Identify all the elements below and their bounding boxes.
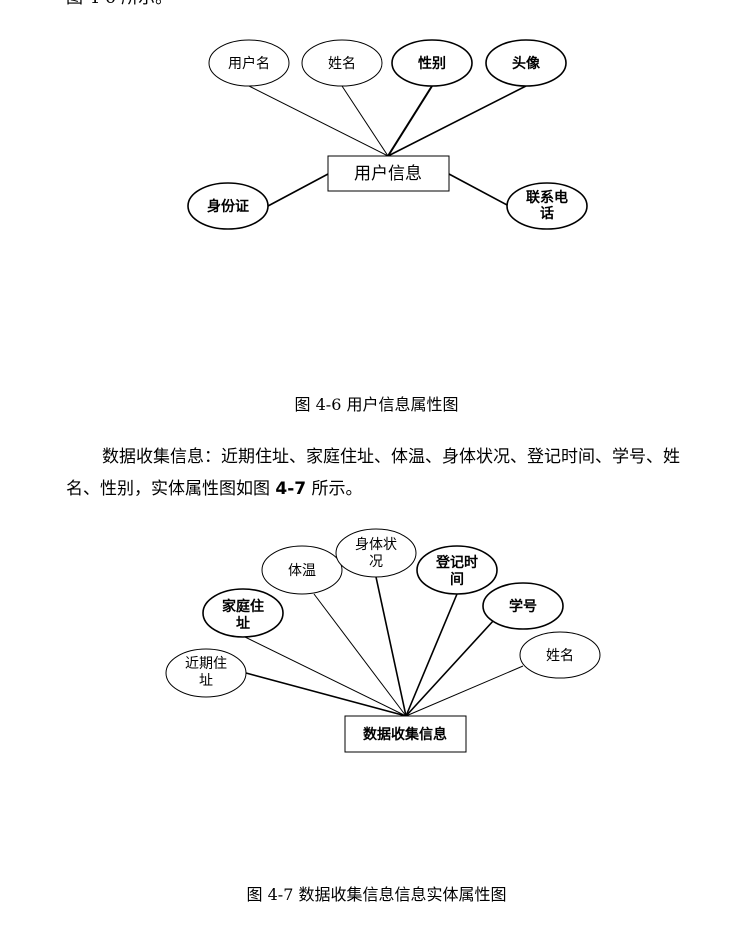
figure-4-6-caption: 图 4-6 用户信息属性图 — [294, 395, 459, 414]
connector-register-time — [405, 593, 458, 717]
attribute-ellipse-name — [301, 39, 383, 87]
entity-label-user-info: 用户信息 — [354, 164, 422, 184]
figure-4-6-er-diagram: 用户信息 用户名 姓名 性别 头像 身份证 联系电 话 — [187, 39, 588, 230]
connector-username — [248, 85, 389, 157]
attribute-ellipse-idcard — [187, 182, 269, 230]
entity-label-data-collection: 数据收集信息 — [363, 726, 447, 743]
paragraph-text: 数据收集信息：近期住址、家庭住址、体温、身体状况、登记时间、学号、姓名、性别，实… — [66, 447, 680, 499]
attribute-label-temperature: 体温 — [288, 563, 316, 579]
previous-paragraph-fragment: 图 4-6 所示。 — [66, 0, 172, 8]
attribute-ellipse-phone — [506, 182, 588, 230]
connector-student-id — [405, 619, 495, 717]
attribute-label-stu-name: 姓名 — [546, 648, 574, 664]
body-paragraph: 数据收集信息：近期住址、家庭住址、体温、身体状况、登记时间、学号、姓名、性别，实… — [66, 441, 706, 505]
attribute-label-student-id: 学号 — [509, 598, 537, 615]
connector-phone — [448, 173, 510, 207]
attribute-label-health-line1: 身体状 — [355, 537, 397, 553]
attribute-ellipse-recent-address — [165, 648, 247, 698]
connector-temperature — [313, 593, 407, 717]
attribute-label-register-time-line1: 登记时 — [435, 554, 478, 571]
attribute-label-home-address-line2: 址 — [236, 615, 250, 632]
attribute-ellipse-temperature — [261, 545, 343, 595]
attribute-label-phone-line2: 话 — [540, 205, 554, 222]
connector-health — [375, 576, 407, 717]
attribute-ellipse-student-id — [482, 582, 564, 630]
attribute-label-home-address-line1: 家庭住 — [222, 598, 264, 615]
attribute-ellipse-stu-name — [519, 631, 601, 679]
attribute-label-name: 姓名 — [328, 56, 356, 72]
connector-recent-address — [245, 672, 407, 717]
figure-4-7-caption: 图 4-7 数据收集信息信息实体属性图 — [246, 885, 507, 904]
attribute-label-avatar: 头像 — [512, 55, 541, 72]
attribute-label-recent-address-line1: 近期住 — [185, 656, 227, 672]
connector-idcard — [267, 173, 329, 207]
paragraph-figure-reference: 4-7 — [275, 479, 307, 499]
attribute-ellipse-avatar — [485, 39, 567, 87]
attribute-label-health-line2: 况 — [369, 554, 383, 570]
attribute-label-phone-line1: 联系电 — [526, 189, 568, 206]
entity-box-user-info — [327, 155, 450, 192]
entity-box-data-collection — [344, 715, 467, 753]
connector-gender — [387, 85, 433, 157]
paragraph-text-end: 所示。 — [306, 479, 363, 499]
attribute-ellipse-username — [208, 39, 290, 87]
attribute-ellipse-health — [335, 528, 417, 578]
attribute-ellipse-gender — [391, 39, 473, 87]
attribute-label-idcard: 身份证 — [207, 198, 249, 215]
connector-name — [341, 85, 389, 157]
attribute-ellipse-register-time — [416, 545, 498, 595]
attribute-label-register-time-line2: 间 — [450, 571, 464, 588]
attribute-label-username: 用户名 — [228, 55, 270, 72]
attribute-ellipse-home-address — [202, 588, 284, 638]
connector-stu-name — [405, 665, 524, 717]
attribute-label-gender: 性别 — [418, 55, 446, 72]
connector-home-address — [242, 635, 407, 717]
connector-avatar — [387, 85, 527, 157]
attribute-label-recent-address-line2: 址 — [199, 673, 213, 689]
